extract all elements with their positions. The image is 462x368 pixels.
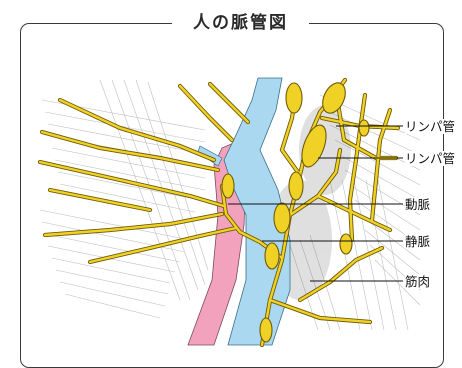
label-lymph-vessel-1: リンパ管 bbox=[405, 119, 455, 134]
label-artery: 動脈 bbox=[405, 197, 430, 212]
label-muscle: 筋肉 bbox=[405, 274, 430, 289]
label-lymph-vessel-2: リンパ管 bbox=[405, 151, 455, 166]
anatomy-illustration bbox=[0, 0, 462, 359]
label-vein: 静脈 bbox=[405, 234, 430, 249]
